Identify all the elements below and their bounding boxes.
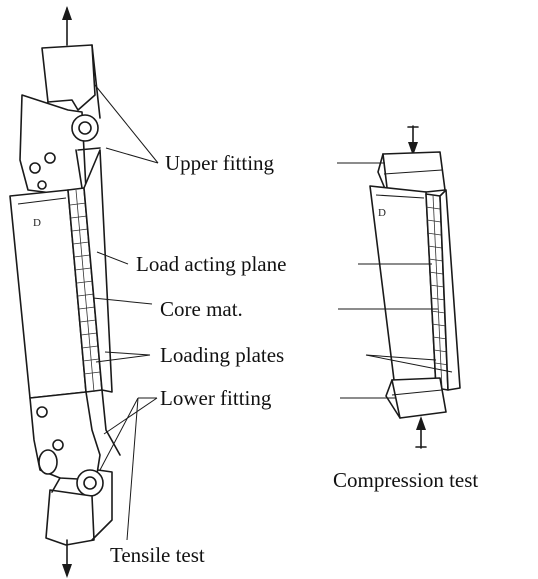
tensile-bottom-arrow-icon bbox=[62, 539, 72, 578]
compression-test-assembly: D bbox=[369, 125, 461, 449]
compression-top-arrow-icon bbox=[407, 125, 419, 156]
label-core-mat: Core mat. bbox=[160, 297, 243, 321]
compression-lower-fitting bbox=[385, 377, 447, 419]
compression-bottom-arrow-icon bbox=[415, 416, 427, 449]
tensile-core-material bbox=[67, 187, 103, 393]
svg-text:D: D bbox=[33, 217, 41, 229]
label-load-acting-plane: Load acting plane bbox=[136, 252, 286, 276]
upper-clevis bbox=[19, 44, 101, 195]
tensile-loading-plate-back bbox=[75, 147, 113, 393]
label-tensile-test: Tensile test bbox=[110, 543, 205, 567]
label-lower-fitting: Lower fitting bbox=[160, 386, 272, 410]
compression-loading-plate-back bbox=[439, 189, 461, 391]
tensile-test-assembly: D bbox=[9, 6, 121, 578]
compression-leader-lines bbox=[337, 162, 453, 399]
svg-text:D: D bbox=[378, 207, 386, 219]
tensile-top-arrow-icon bbox=[62, 6, 72, 46]
label-compression-test: Compression test bbox=[333, 468, 478, 492]
label-upper-fitting: Upper fitting bbox=[165, 151, 275, 175]
lower-clevis bbox=[29, 389, 121, 546]
tensile-leader-lines bbox=[92, 84, 159, 541]
label-loading-plates: Loading plates bbox=[160, 343, 284, 367]
